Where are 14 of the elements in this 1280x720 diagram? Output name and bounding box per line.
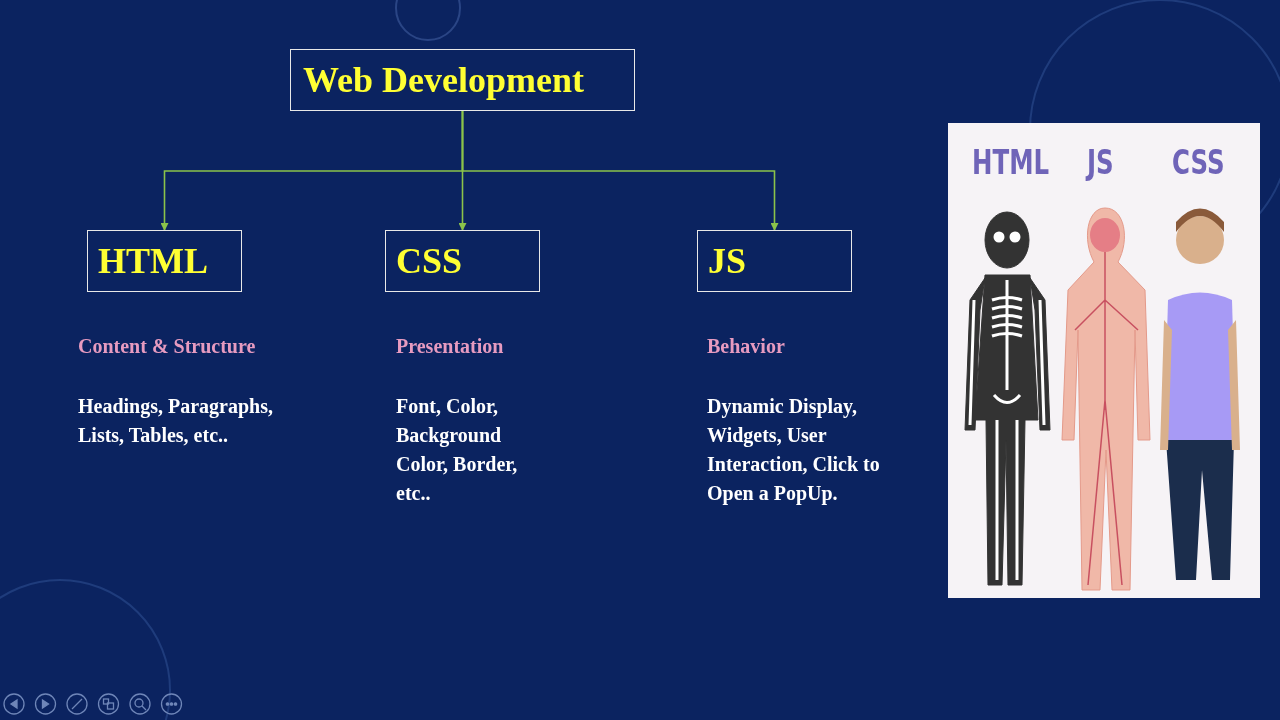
category-heading: Content & Structure bbox=[78, 335, 256, 358]
title-box: Web Development bbox=[290, 49, 635, 111]
category-heading: Presentation bbox=[396, 335, 504, 358]
connector-arrow bbox=[461, 110, 779, 231]
category-heading: Behavior bbox=[707, 335, 785, 358]
picture-label: HTML bbox=[972, 142, 1050, 182]
title-box: JS bbox=[697, 230, 852, 292]
title-box: CSS bbox=[385, 230, 540, 292]
title-box: HTML bbox=[87, 230, 242, 292]
description-text: Headings, Paragraphs, Lists, Tables, etc.. bbox=[78, 394, 275, 448]
picture-label: JS bbox=[1087, 142, 1114, 182]
description-text: Font, Color, Background Color, Border, etc.. bbox=[396, 394, 518, 506]
picture-label: CSS bbox=[1172, 142, 1225, 182]
description-text: Dynamic Display, Widgets, User Interaction, Click to Open a PopUp. bbox=[707, 394, 881, 507]
